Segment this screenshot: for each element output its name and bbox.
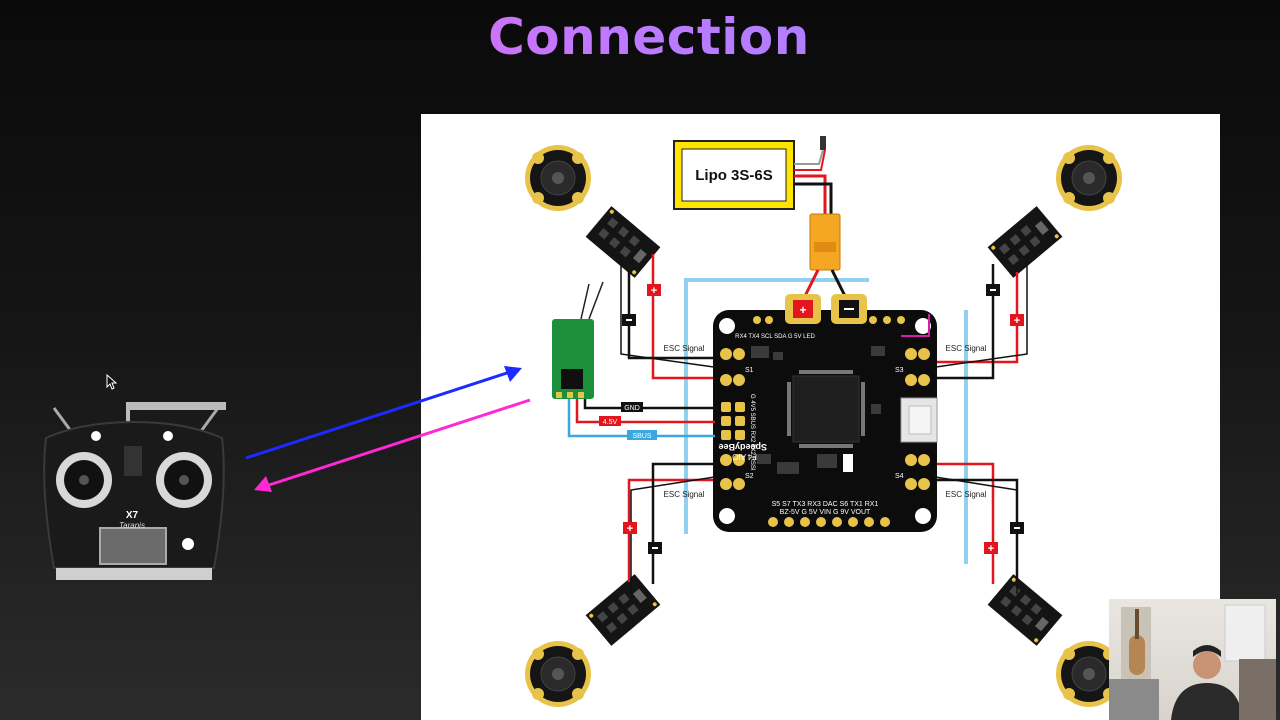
fc-bottom-row-2: BZ-5V G 5V VIN G 9V VOUT (780, 509, 871, 516)
receiver-module (552, 281, 604, 399)
svg-text:+: + (651, 285, 657, 297)
svg-text:+: + (988, 543, 994, 555)
wiring-diagram-panel: + + + + ESC Signal ESC Signal ESC Signal… (421, 114, 1220, 720)
transmitter-model: X7 (126, 510, 139, 521)
fc-bottom-row-1: S5 S7 TX3 RX3 DAC S6 TX1 RX1 (772, 501, 879, 508)
esc-signal-label-bottom-right: ESC Signal (946, 490, 987, 499)
motor-front-left-icon (524, 144, 592, 212)
fc-brand-label: SpeedyBee (718, 442, 767, 452)
esc-rear-left-icon (585, 574, 661, 646)
receiver-wiring (567, 399, 715, 438)
esc-signal-leads (620, 254, 1028, 594)
uplink-arrow (245, 370, 511, 460)
uplink-arrowhead-icon (504, 366, 522, 382)
fc-model-label: F4 AIO (732, 452, 757, 461)
receiver-wire-labels: GND 4.5V SBUS (599, 402, 657, 440)
wiring-diagram: + + + + ESC Signal ESC Signal ESC Signal… (524, 136, 1123, 708)
motor-rear-left-icon (524, 640, 592, 708)
mouse-pointer-icon (106, 374, 118, 390)
webcam-presenter (1109, 599, 1276, 720)
downlink-arrow (265, 398, 531, 488)
svg-text:+: + (1014, 315, 1020, 327)
esc-signal-label-top-right: ESC Signal (946, 344, 987, 353)
svg-text:+: + (627, 523, 633, 535)
battery-lipo: Lipo 3S-6S (673, 136, 849, 301)
gnd-wire-label: GND (624, 405, 640, 412)
fc-left-pads-label: G 4V5 SBUS RX2 TX2 RSSI (749, 394, 755, 471)
fc-pad-s1: S1 (745, 367, 754, 374)
downlink-arrowhead-icon (254, 476, 272, 492)
fc-pad-s3: S3 (895, 367, 904, 374)
fc-top-pads-label: RX4 TX4 SCL SDA G 5V LED (735, 334, 815, 340)
slide-title: Connection (0, 8, 1280, 66)
power-wire-label: 4.5V (603, 419, 618, 426)
polarity-tags: + + + + (622, 284, 1024, 555)
esc-front-left-icon (585, 206, 661, 278)
fc-pad-s4: S4 (895, 473, 904, 480)
fc-pad-s2: S2 (745, 473, 754, 480)
esc-signal-traces (684, 278, 968, 564)
esc-rear-right-icon (987, 574, 1063, 646)
esc-signal-label-bottom-left: ESC Signal (664, 490, 705, 499)
motor-front-right-icon (1055, 144, 1123, 212)
radio-link-arrows (245, 366, 531, 492)
transmitter-icon: X7 Taranis (43, 402, 226, 580)
transmitter-brand: Taranis (119, 521, 145, 530)
esc-signal-label-top-left: ESC Signal (664, 344, 705, 353)
flight-controller-board: + (713, 294, 938, 532)
esc-front-right-icon (987, 206, 1063, 278)
sbus-wire-label: SBUS (632, 433, 651, 440)
svg-text:+: + (799, 303, 806, 317)
battery-label: Lipo 3S-6S (695, 167, 773, 184)
